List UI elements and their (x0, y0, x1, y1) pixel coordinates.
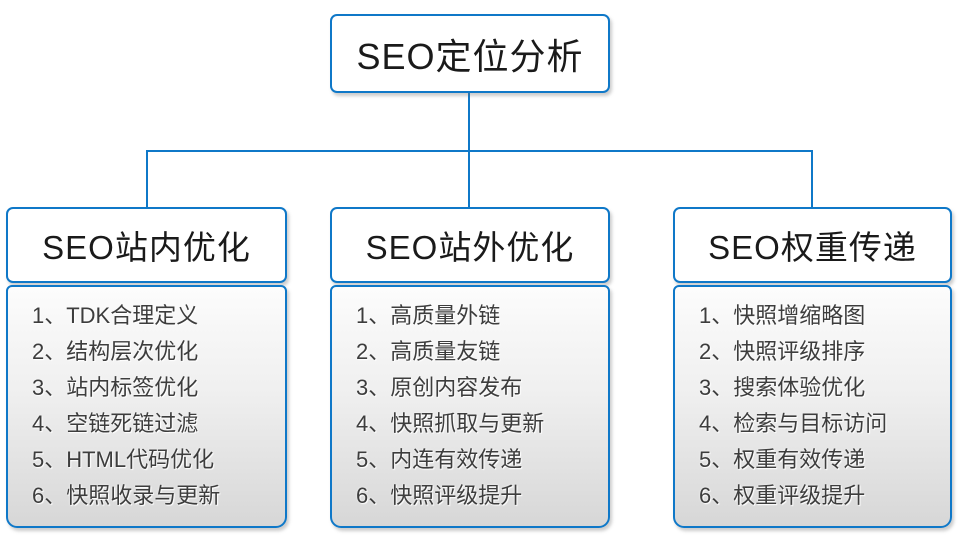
connector-left-vertical (146, 150, 148, 207)
list-item: 3、搜索体验优化 (699, 374, 866, 400)
column-weight-header: SEO权重传递 (673, 207, 952, 283)
list-item: 2、结构层次优化 (32, 338, 199, 364)
list-item: 6、权重评级提升 (699, 482, 866, 508)
list-item: 2、快照评级排序 (699, 338, 866, 364)
column-onsite-header: SEO站内优化 (6, 207, 287, 283)
list-item: 6、快照评级提升 (356, 482, 523, 508)
column-offsite-header: SEO站外优化 (330, 207, 610, 283)
column-weight-list: 1、快照增缩略图 2、快照评级排序 3、搜索体验优化 4、检索与目标访问 5、权… (673, 285, 952, 528)
list-item: 4、空链死链过滤 (32, 410, 199, 436)
list-item: 3、原创内容发布 (356, 374, 523, 400)
list-item: 2、高质量友链 (356, 338, 501, 364)
connector-horizontal (146, 150, 813, 152)
list-item: 4、快照抓取与更新 (356, 410, 545, 436)
column-onsite-list: 1、TDK合理定义 2、结构层次优化 3、站内标签优化 4、空链死链过滤 5、H… (6, 285, 287, 528)
list-item: 1、快照增缩略图 (699, 302, 866, 328)
root-node-label: SEO定位分析 (356, 35, 584, 77)
list-item: 4、检索与目标访问 (699, 410, 888, 436)
list-item: 1、TDK合理定义 (32, 302, 199, 328)
list-item: 5、内连有效传递 (356, 446, 523, 472)
column-weight-title: SEO权重传递 (708, 229, 917, 266)
root-node: SEO定位分析 (330, 14, 610, 93)
list-item: 3、站内标签优化 (32, 374, 199, 400)
column-offsite-title: SEO站外优化 (365, 229, 575, 266)
list-item: 1、高质量外链 (356, 302, 501, 328)
list-item: 6、快照收录与更新 (32, 482, 221, 508)
column-offsite-list: 1、高质量外链 2、高质量友链 3、原创内容发布 4、快照抓取与更新 5、内连有… (330, 285, 610, 528)
column-onsite-title: SEO站内优化 (42, 229, 251, 266)
connector-right-vertical (811, 150, 813, 207)
list-item: 5、HTML代码优化 (32, 446, 215, 472)
list-item: 5、权重有效传递 (699, 446, 866, 472)
